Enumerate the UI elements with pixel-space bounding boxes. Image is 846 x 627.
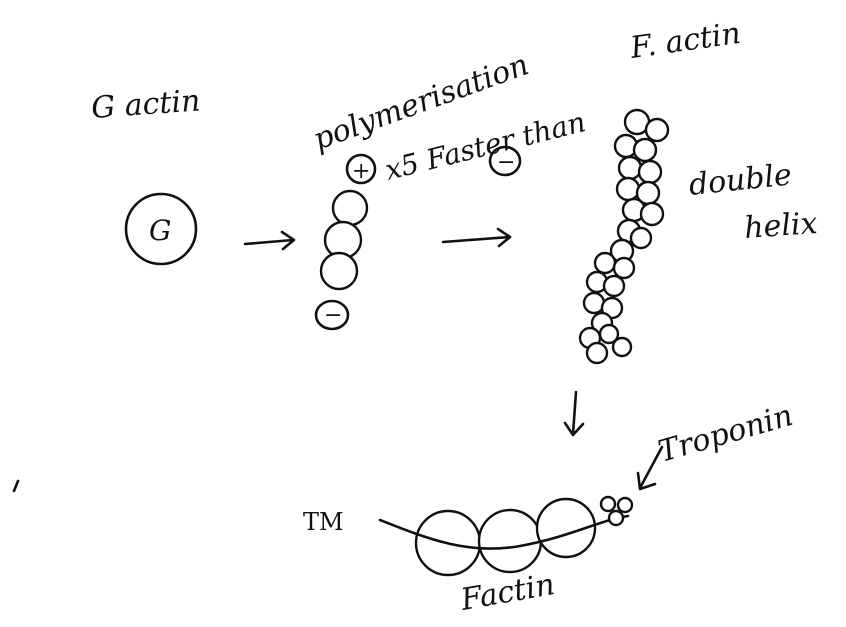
- tm-label: TM: [303, 508, 344, 536]
- g-actin-label: G actin: [90, 83, 201, 126]
- f-actin-filament-detail: [414, 497, 597, 577]
- minus-end-circle-right: [488, 145, 522, 177]
- minus-end-sign-right: −: [497, 150, 515, 175]
- plus-end-sign: +: [352, 159, 370, 184]
- tropomyosin-strand: [378, 514, 630, 550]
- g-monomer-symbol: G: [149, 214, 171, 247]
- minus-end-sign-bottom: −: [324, 303, 342, 328]
- arrow-right-icon: [243, 230, 296, 251]
- f-actin-double-helix: [578, 108, 670, 365]
- g-actin-monomer: [124, 192, 198, 266]
- double-label: double: [687, 157, 793, 203]
- factin-bottom-label: Factin: [457, 567, 557, 618]
- arrow-right-icon: [441, 227, 512, 248]
- arrow-left-icon: [636, 445, 664, 491]
- troponin-complex: [599, 495, 634, 527]
- short-actin-chain: [319, 189, 369, 291]
- arrow-down-icon: [563, 390, 585, 437]
- f-actin-label: F. actin: [627, 16, 743, 66]
- helix-label: helix: [743, 206, 819, 246]
- plus-end-circle: [345, 153, 377, 185]
- troponin-label: Troponin: [655, 398, 797, 470]
- minus-end-circle-bottom: [314, 299, 350, 331]
- stray-pen-mark: [12, 479, 20, 493]
